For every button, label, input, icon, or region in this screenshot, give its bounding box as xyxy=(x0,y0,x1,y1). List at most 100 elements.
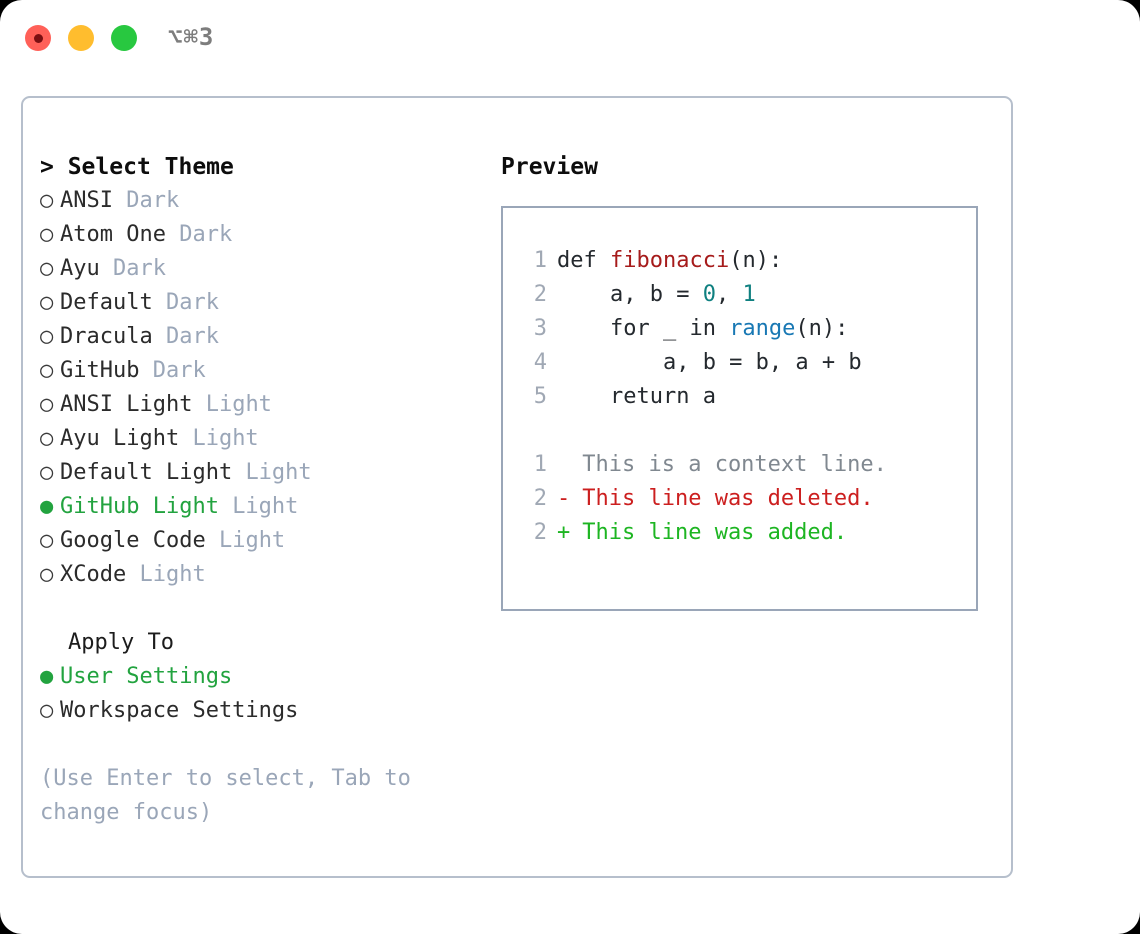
code-line-number: 1 xyxy=(533,248,547,273)
theme-option-ansi-light[interactable]: ○ANSI Light Light xyxy=(40,388,480,422)
theme-selection-column: > Select Theme ○ANSI Dark○Atom One Dark○… xyxy=(40,150,480,830)
diff-marker-icon: - xyxy=(557,486,571,511)
apply-option-label: User Settings xyxy=(60,664,233,689)
code-line-number: 3 xyxy=(533,316,547,341)
apply-option-workspace-settings[interactable]: ○Workspace Settings xyxy=(40,694,480,728)
code-line-content: return a xyxy=(557,380,716,414)
code-line-content: a, b = 0, 1 xyxy=(557,278,756,312)
apply-to-option-list: ●User Settings○Workspace Settings xyxy=(40,660,480,728)
code-line-content: for _ in range(n): xyxy=(557,312,848,346)
diff-line-text: This line was deleted. xyxy=(569,486,874,511)
theme-option-xcode[interactable]: ○XCode Light xyxy=(40,558,480,592)
theme-option-label: ANSI Light xyxy=(60,392,206,417)
theme-option-github[interactable]: ○GitHub Dark xyxy=(40,354,480,388)
diff-line-number: 2 xyxy=(533,520,547,545)
code-token-num: 0 xyxy=(702,282,716,307)
maximize-button[interactable] xyxy=(111,25,137,51)
code-line-number: 5 xyxy=(533,384,547,409)
theme-option-label: Default Light xyxy=(60,460,246,485)
focus-caret-icon: > xyxy=(40,154,68,180)
theme-option-variant: Light xyxy=(192,426,259,451)
apply-option-label: Workspace Settings xyxy=(60,698,299,723)
radio-unselected-icon: ○ xyxy=(40,460,54,485)
apply-option-user-settings[interactable]: ●User Settings xyxy=(40,660,480,694)
code-line: 2 a, b = 0, 1 xyxy=(521,278,976,312)
radio-unselected-icon: ○ xyxy=(40,222,54,247)
theme-option-variant: Dark xyxy=(165,290,219,315)
code-diff-separator xyxy=(521,414,976,448)
theme-option-list: ○ANSI Dark○Atom One Dark○Ayu Dark○Defaul… xyxy=(40,184,480,592)
select-theme-title: Select Theme xyxy=(67,154,234,180)
code-token-plain: a, b = b, a + b xyxy=(557,350,862,375)
theme-option-label: XCode xyxy=(60,562,140,587)
theme-option-variant: Light xyxy=(245,460,312,485)
theme-option-label: Default xyxy=(60,290,166,315)
theme-option-default-light[interactable]: ○Default Light Light xyxy=(40,456,480,490)
title-bar: ⌥⌘3 xyxy=(0,0,1140,78)
minimize-button[interactable] xyxy=(68,25,94,51)
theme-option-variant: Dark xyxy=(152,358,206,383)
preview-heading: Preview xyxy=(501,154,598,180)
theme-option-label: Ayu xyxy=(60,256,113,281)
code-line-content: a, b = b, a + b xyxy=(557,346,862,380)
select-theme-heading: > Select Theme xyxy=(40,150,480,184)
section-spacer xyxy=(40,592,480,626)
code-token-plain: a, b = xyxy=(557,282,703,307)
code-token-plain: return a xyxy=(557,384,716,409)
code-token-plain: for _ in xyxy=(557,316,730,341)
radio-selected-icon: ● xyxy=(40,494,54,519)
theme-option-label: Atom One xyxy=(60,222,180,247)
diff-line-del: 2- This line was deleted. xyxy=(521,482,976,516)
radio-unselected-icon: ○ xyxy=(40,358,54,383)
diff-marker-icon: + xyxy=(557,520,571,545)
theme-option-variant: Light xyxy=(232,494,299,519)
theme-option-ayu-light[interactable]: ○Ayu Light Light xyxy=(40,422,480,456)
code-line: 3 for _ in range(n): xyxy=(521,312,976,346)
theme-option-ayu[interactable]: ○Ayu Dark xyxy=(40,252,480,286)
main-panel: > Select Theme ○ANSI Dark○Atom One Dark○… xyxy=(21,96,1013,878)
radio-unselected-icon: ○ xyxy=(40,324,54,349)
theme-option-label: Google Code xyxy=(60,528,219,553)
diff-line-number: 1 xyxy=(533,452,547,477)
radio-selected-icon: ● xyxy=(40,664,54,689)
keyboard-hint-text: (Use Enter to select, Tab to change focu… xyxy=(40,766,411,825)
theme-option-label: Dracula xyxy=(60,324,166,349)
theme-option-github-light[interactable]: ●GitHub Light Light xyxy=(40,490,480,524)
theme-option-default[interactable]: ○Default Dark xyxy=(40,286,480,320)
diff-line-add: 2+ This line was added. xyxy=(521,516,976,550)
diff-line-number: 2 xyxy=(533,486,547,511)
code-line-number: 4 xyxy=(533,350,547,375)
code-line: 1 def fibonacci(n): xyxy=(521,244,976,278)
radio-unselected-icon: ○ xyxy=(40,698,54,723)
keyboard-shortcut-label: ⌥⌘3 xyxy=(168,23,215,51)
theme-option-google-code[interactable]: ○Google Code Light xyxy=(40,524,480,558)
apply-to-heading: Apply To xyxy=(68,630,174,655)
radio-unselected-icon: ○ xyxy=(40,562,54,587)
radio-unselected-icon: ○ xyxy=(40,256,54,281)
theme-option-variant: Dark xyxy=(179,222,233,247)
close-button[interactable] xyxy=(25,25,51,51)
radio-unselected-icon: ○ xyxy=(40,392,54,417)
radio-unselected-icon: ○ xyxy=(40,426,54,451)
window-controls xyxy=(25,25,137,51)
theme-option-ansi[interactable]: ○ANSI Dark xyxy=(40,184,480,218)
code-token-num: 1 xyxy=(742,282,756,307)
code-token-plain: def xyxy=(557,248,610,273)
code-line-number: 2 xyxy=(533,282,547,307)
code-token-fn: fibonacci xyxy=(609,248,730,273)
theme-option-label: ANSI xyxy=(60,188,127,213)
code-token-plain: , xyxy=(715,282,743,307)
theme-option-label: Ayu Light xyxy=(60,426,193,451)
code-token-builtin: range xyxy=(729,316,796,341)
theme-option-atom-one[interactable]: ○Atom One Dark xyxy=(40,218,480,252)
diff-line-ctx: 1 This is a context line. xyxy=(521,448,976,482)
code-line-content: def fibonacci(n): xyxy=(557,244,782,278)
theme-option-variant: Light xyxy=(218,528,286,553)
theme-option-dracula[interactable]: ○Dracula Dark xyxy=(40,320,480,354)
theme-option-label: GitHub xyxy=(60,358,153,383)
diff-sample-block: 1 This is a context line.2- This line wa… xyxy=(521,448,976,550)
